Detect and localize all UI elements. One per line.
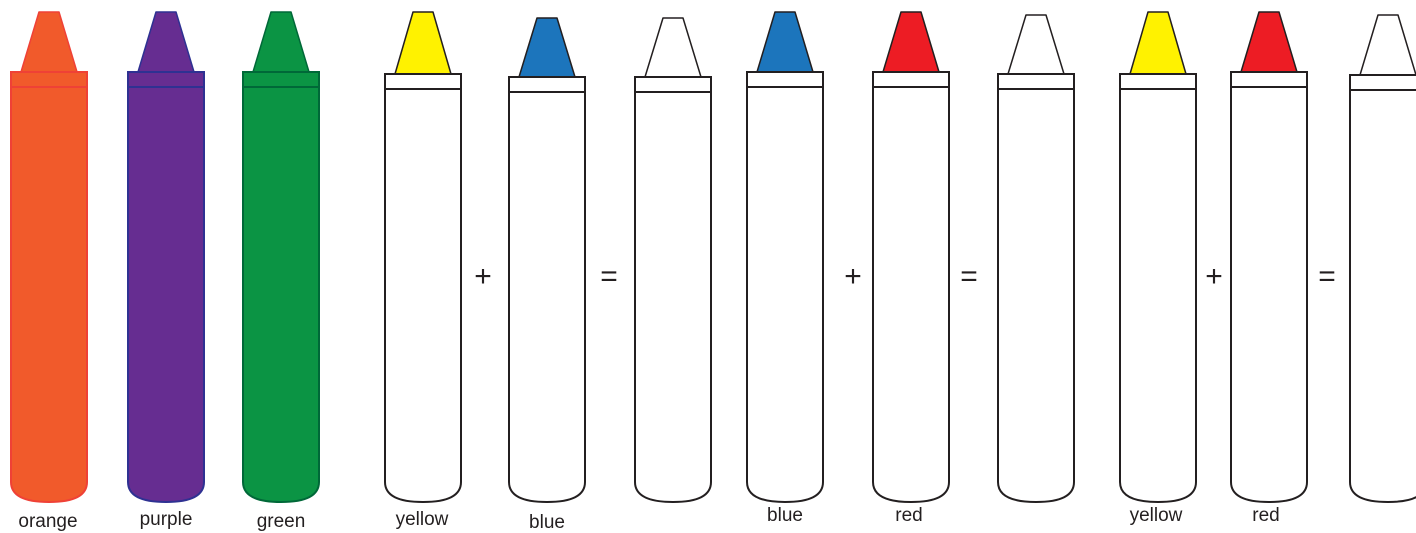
plus-sign-1: + [463, 262, 503, 292]
yellow-crayon-2-tip [1130, 12, 1186, 74]
result-crayon-1-tip [645, 18, 701, 77]
red-crayon-2-collar [1231, 72, 1307, 87]
result-crayon-3-body [1350, 90, 1416, 502]
yellow-crayon-1 [385, 12, 461, 502]
result-crayon-1-collar [635, 77, 711, 92]
orange-crayon-tip [21, 12, 77, 72]
label-red-1: red [849, 506, 969, 526]
result-crayon-2-collar [998, 74, 1074, 89]
label-purple: purple [106, 510, 226, 530]
plus-sign-2: + [833, 262, 873, 292]
label-blue-2: blue [725, 506, 845, 526]
orange-crayon-collar [11, 72, 87, 87]
blue-crayon-1-tip [519, 18, 575, 77]
label-orange: orange [0, 512, 108, 532]
blue-crayon-2 [747, 12, 823, 502]
label-green: green [221, 512, 341, 532]
result-crayon-1 [635, 18, 711, 502]
red-crayon-1 [873, 12, 949, 502]
green-crayon-body [243, 87, 319, 502]
blue-crayon-1-body [509, 92, 585, 502]
orange-crayon-body [11, 87, 87, 502]
purple-crayon-body [128, 87, 204, 502]
purple-crayon-collar [128, 72, 204, 87]
red-crayon-1-body [873, 87, 949, 502]
result-crayon-2-tip [1008, 15, 1064, 74]
blue-crayon-2-tip [757, 12, 813, 72]
blue-crayon-2-body [747, 87, 823, 502]
equals-sign-3: = [1307, 262, 1347, 292]
label-red-2: red [1206, 506, 1326, 526]
green-crayon-tip [253, 12, 309, 72]
purple-crayon-tip [138, 12, 194, 72]
orange-crayon [11, 12, 87, 502]
blue-crayon-1-collar [509, 77, 585, 92]
result-crayon-3 [1350, 15, 1416, 502]
yellow-crayon-1-body [385, 89, 461, 502]
equals-sign-1: = [589, 262, 629, 292]
label-yellow-1: yellow [362, 510, 482, 530]
red-crayon-1-collar [873, 72, 949, 87]
result-crayon-1-body [635, 92, 711, 502]
yellow-crayon-2-collar [1120, 74, 1196, 89]
result-crayon-3-collar [1350, 75, 1416, 90]
plus-sign-3: + [1194, 262, 1234, 292]
red-crayon-2 [1231, 12, 1307, 502]
blue-crayon-2-collar [747, 72, 823, 87]
yellow-crayon-2-body [1120, 89, 1196, 502]
green-crayon [243, 12, 319, 502]
yellow-crayon-2 [1120, 12, 1196, 502]
result-crayon-2 [998, 15, 1074, 502]
red-crayon-1-tip [883, 12, 939, 72]
red-crayon-2-body [1231, 87, 1307, 502]
red-crayon-2-tip [1241, 12, 1297, 72]
result-crayon-3-tip [1360, 15, 1416, 75]
yellow-crayon-1-tip [395, 12, 451, 74]
blue-crayon-1 [509, 18, 585, 502]
purple-crayon [128, 12, 204, 502]
label-yellow-2: yellow [1096, 506, 1216, 526]
equals-sign-2: = [949, 262, 989, 292]
result-crayon-2-body [998, 89, 1074, 502]
yellow-crayon-1-collar [385, 74, 461, 89]
green-crayon-collar [243, 72, 319, 87]
label-blue-1: blue [487, 513, 607, 533]
